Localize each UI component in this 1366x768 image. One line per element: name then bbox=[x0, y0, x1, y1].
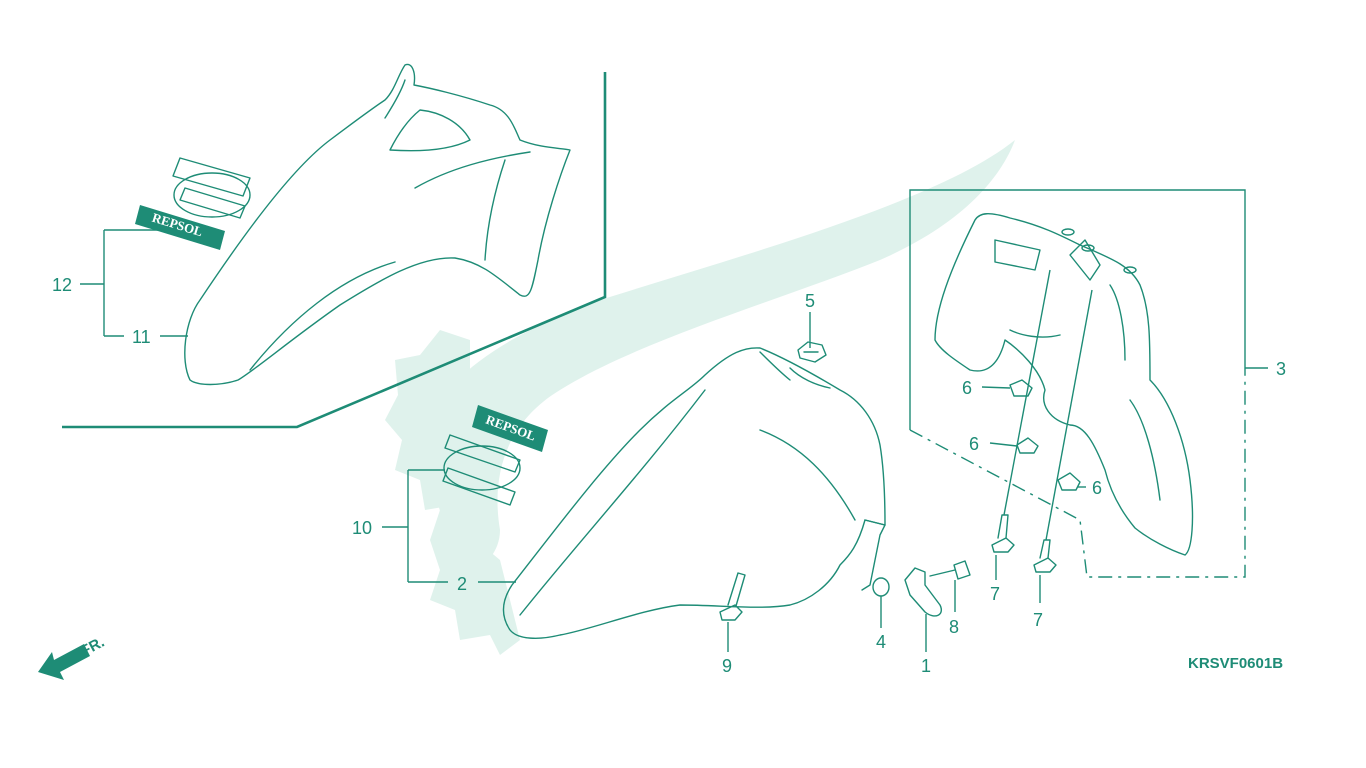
callout-2: 2 bbox=[457, 574, 467, 594]
callout-3: 3 bbox=[1276, 359, 1286, 379]
callout-11: 11 bbox=[132, 327, 151, 347]
callout-7a: 7 bbox=[990, 584, 1000, 604]
callouts: 12 11 10 2 5 3 6 6 6 7 7 4 8 1 9 bbox=[52, 275, 1286, 676]
leader-lines bbox=[80, 229, 1268, 652]
callout-6b: 6 bbox=[969, 434, 979, 454]
callout-1: 1 bbox=[921, 656, 931, 676]
inner-fender-assembly bbox=[909, 189, 1246, 578]
inset-frame bbox=[62, 72, 607, 429]
callout-8: 8 bbox=[949, 617, 959, 637]
callout-4: 4 bbox=[876, 632, 886, 652]
callout-7b: 7 bbox=[1033, 610, 1043, 630]
wing-watermark bbox=[385, 140, 1015, 655]
fender-repsol bbox=[184, 63, 571, 386]
callout-10: 10 bbox=[352, 518, 372, 538]
decal-set-upper: REPSOL bbox=[135, 157, 251, 250]
callout-5: 5 bbox=[805, 291, 815, 311]
callout-12: 12 bbox=[52, 275, 72, 295]
hardware bbox=[719, 269, 1093, 621]
fender-main bbox=[502, 347, 886, 639]
callout-9: 9 bbox=[722, 656, 732, 676]
fr-arrow-icon: FR. bbox=[38, 634, 107, 680]
diagram-code: KRSVF0601B bbox=[1188, 655, 1283, 672]
callout-6a: 6 bbox=[962, 378, 972, 398]
callout-6c: 6 bbox=[1092, 478, 1102, 498]
